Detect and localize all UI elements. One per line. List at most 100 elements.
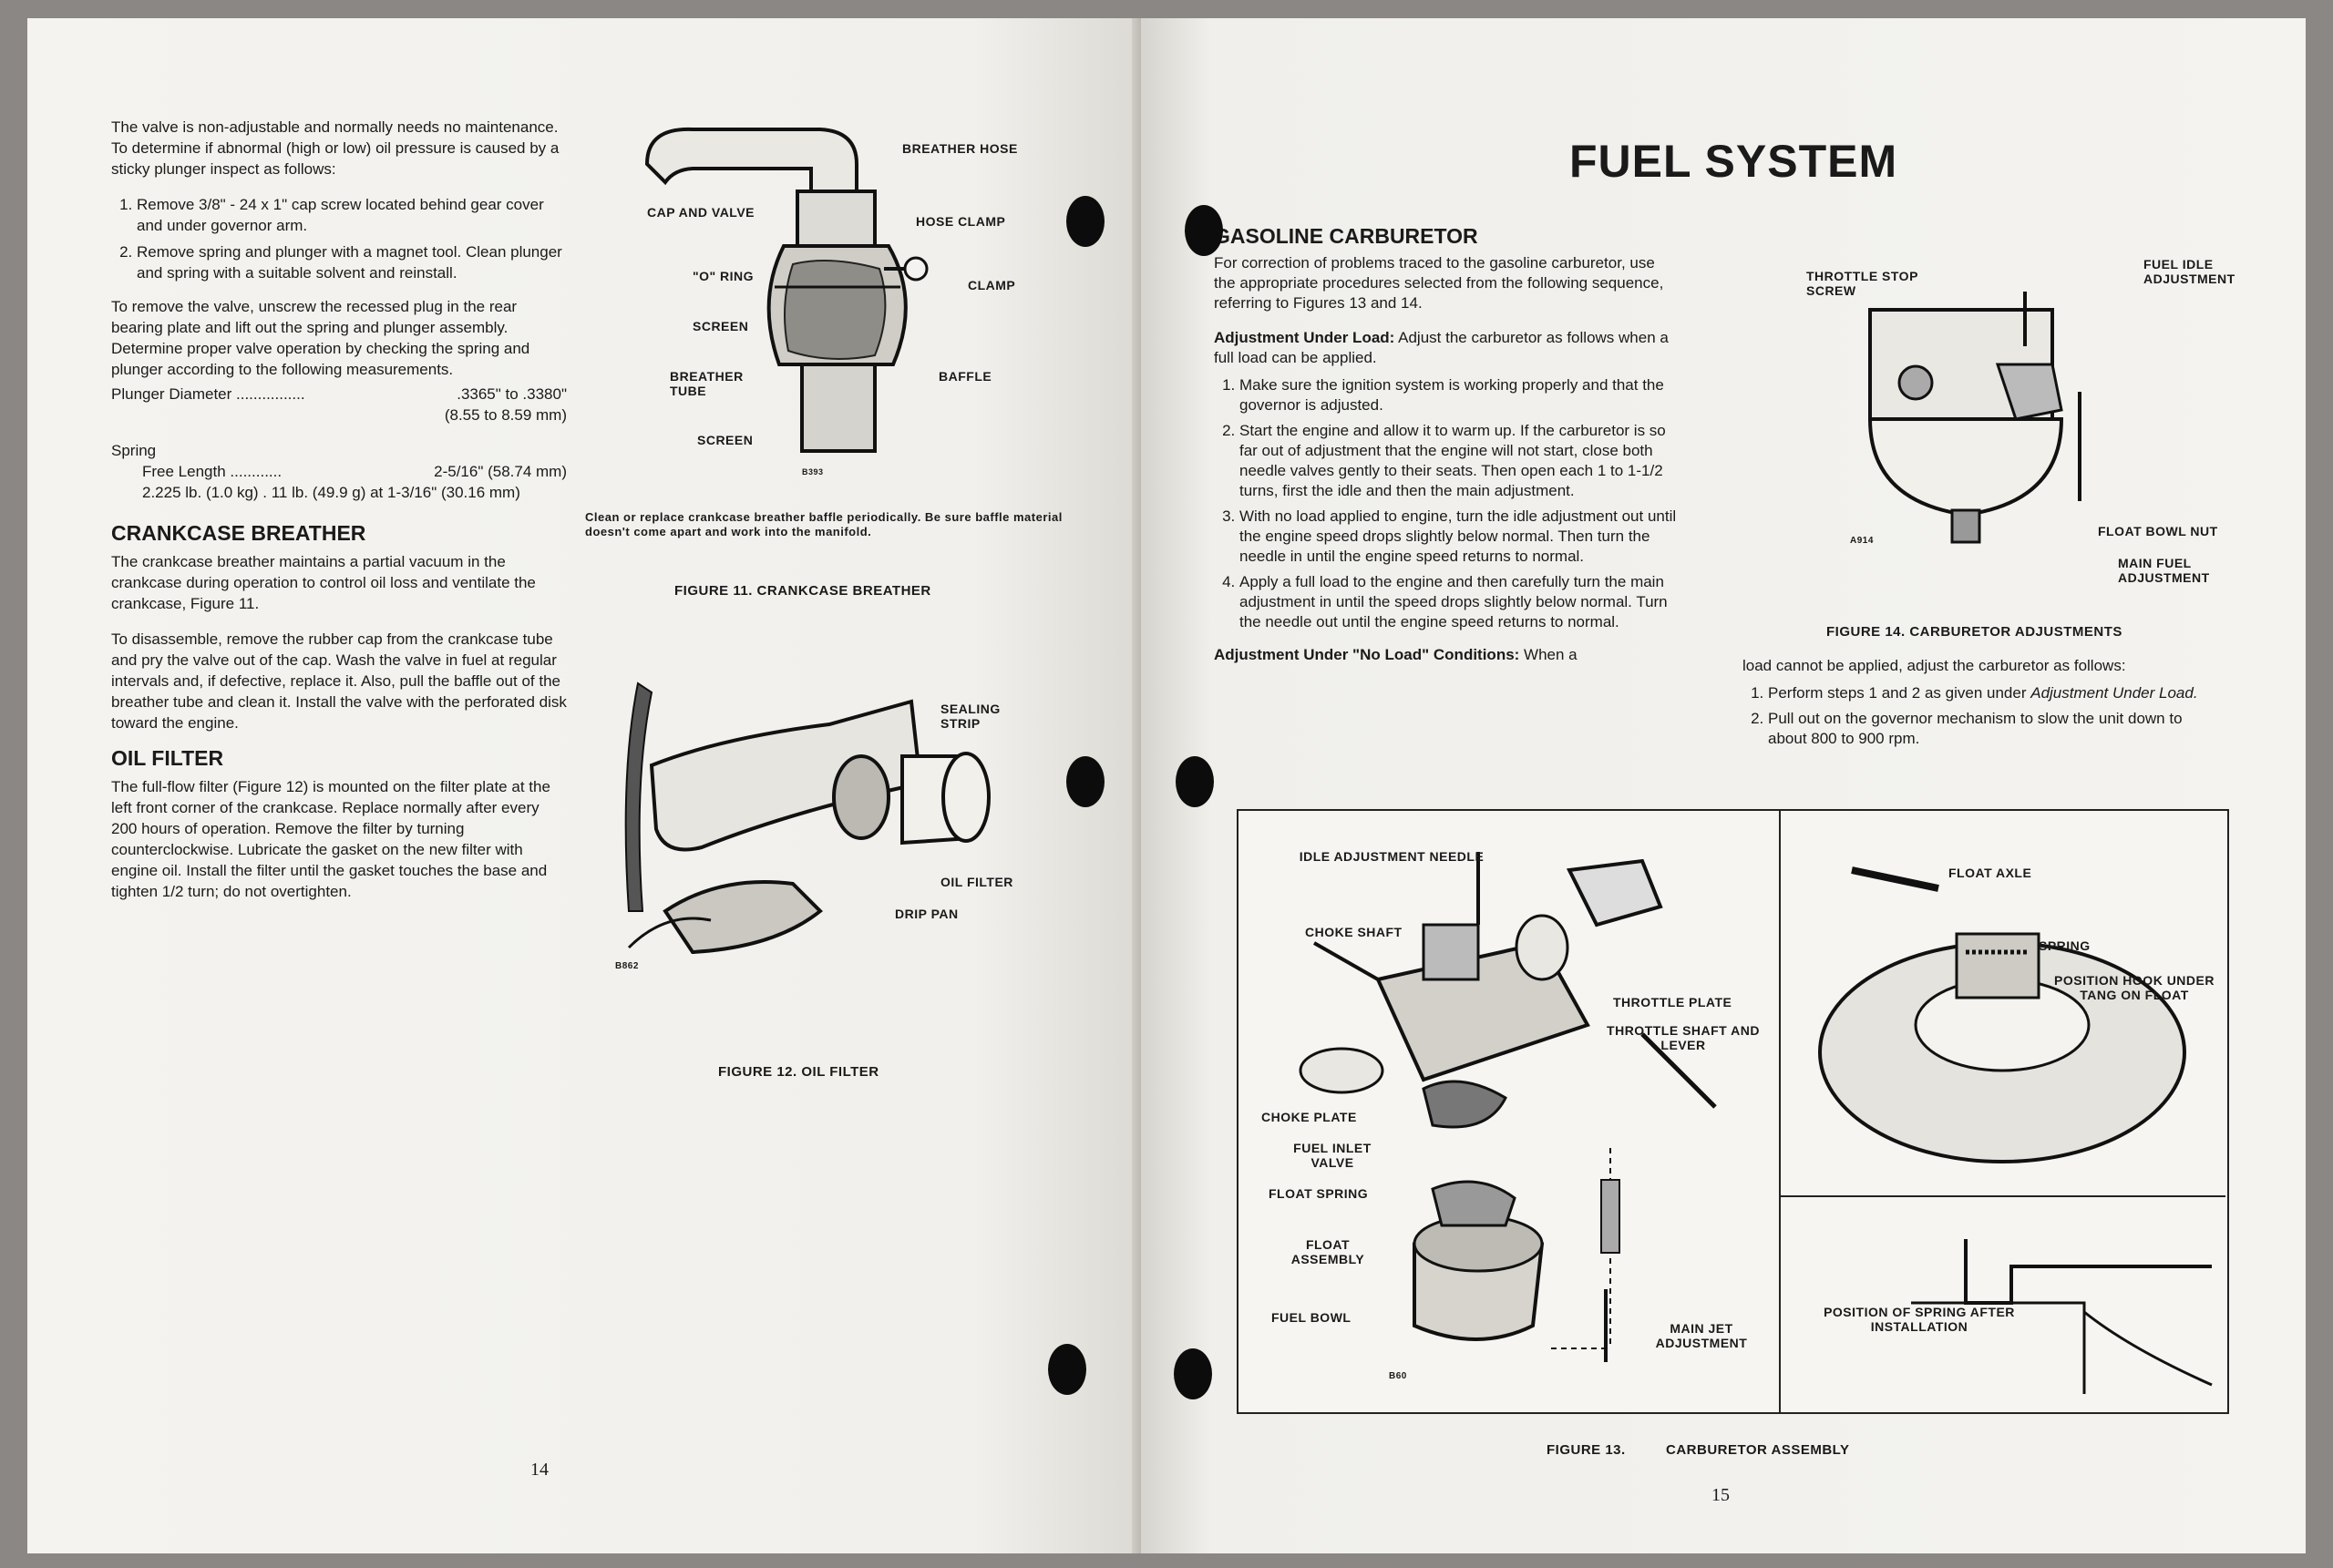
page-number-14: 14 — [530, 1460, 549, 1480]
fig12-sealing-strip: SEALING STRIP — [940, 702, 1001, 731]
free-length-label: Free Length — [142, 463, 226, 480]
spring-load: 2.225 lb. (1.0 kg) . 11 lb. (49.9 g) at … — [142, 484, 520, 501]
load-step-3: With no load applied to engine, turn the… — [1239, 507, 1679, 567]
fig13-choke-plate: CHOKE PLATE — [1261, 1110, 1357, 1124]
plunger-spec: Plunger Diameter ................ .3365"… — [111, 385, 567, 403]
carb-column: GASOLINE CARBURETOR For correction of pr… — [1214, 226, 1679, 680]
carburetor-exploded-drawing — [1299, 852, 1717, 1362]
load-step-1: Make sure the ignition system is working… — [1239, 375, 1679, 415]
noload-column: load cannot be applied, adjust the carbu… — [1742, 656, 2216, 762]
load-steps: Make sure the ignition system is working… — [1214, 375, 1679, 632]
fig14-fuel-idle: FUEL IDLE ADJUSTMENT — [2143, 257, 2235, 286]
fig11-caption: FIGURE 11. CRANKCASE BREATHER — [674, 583, 931, 599]
valve-step-1: Remove 3/8" - 24 x 1" cap screw located … — [137, 194, 567, 236]
spring-label: Spring — [111, 442, 157, 459]
binder-hole — [1185, 205, 1223, 256]
noload-steps: Perform steps 1 and 2 as given under Adj… — [1742, 683, 2216, 749]
binder-hole — [1048, 1344, 1086, 1395]
fig14-caption: FIGURE 14. CARBURETOR ADJUSTMENTS — [1826, 624, 2122, 640]
noload-step-1-ref: Adjustment Under Load. — [2030, 684, 2198, 702]
fig11-breather-tube: BREATHER TUBE — [670, 369, 744, 398]
valve-step-2: Remove spring and plunger with a magnet … — [137, 241, 567, 283]
fig12-code: B862 — [615, 961, 639, 971]
noload-cont: load cannot be applied, adjust the carbu… — [1742, 657, 2126, 674]
fig11-clamp: CLAMP — [968, 278, 1016, 292]
fig12-oil-filter: OIL FILTER — [940, 875, 1013, 889]
free-length-value: 2-5/16" (58.74 mm) — [434, 463, 567, 480]
plunger-metric: (8.55 to 8.59 mm) — [444, 406, 567, 424]
load-lead: Adjustment Under Load: — [1214, 329, 1395, 346]
fig11-baffle: BAFFLE — [939, 369, 992, 384]
fig12-drip-pan: DRIP PAN — [895, 907, 959, 921]
fig11-cap-valve: CAP AND VALVE — [647, 205, 755, 220]
oil-filter-drawing — [624, 682, 991, 955]
fig11-code: B393 — [802, 467, 824, 477]
free-length-spec: Free Length ............ 2-5/16" (58.74 … — [142, 463, 567, 480]
fig13-position-spring: POSITION OF SPRING AFTER INSTALLATION — [1824, 1305, 2015, 1334]
fig13-float-spring: FLOAT SPRING — [1269, 1186, 1369, 1201]
noload-intro: Adjustment Under "No Load" Conditions: W… — [1214, 645, 1679, 665]
fig13-fuel-inlet: FUEL INLET VALVE — [1293, 1141, 1372, 1170]
noload-step-1-text: Perform steps 1 and 2 as given under — [1768, 684, 2031, 702]
fig11-hose-clamp: HOSE CLAMP — [916, 214, 1006, 229]
page-14: The valve is non-adjustable and normally… — [27, 18, 1139, 1553]
valve-steps: Remove 3/8" - 24 x 1" cap screw located … — [111, 194, 567, 283]
fig13-choke-shaft: CHOKE SHAFT — [1305, 925, 1403, 939]
fig11-o-ring: "O" RING — [693, 269, 755, 283]
fig14-main-fuel: MAIN FUEL ADJUSTMENT — [2118, 556, 2210, 585]
crankcase-text-1: The crankcase breather maintains a parti… — [111, 553, 536, 612]
fig13-idle-needle-text: IDLE ADJUSTMENT NEEDLE — [1299, 849, 1485, 864]
fig13-throttle-shaft: THROTTLE SHAFT AND LEVER — [1607, 1023, 1760, 1052]
fig13-code: B60 — [1389, 1371, 1407, 1381]
noload-text: When a — [1519, 646, 1578, 663]
fig13-caption-title: CARBURETOR ASSEMBLY — [1666, 1442, 1850, 1458]
binder-hole — [1066, 196, 1105, 247]
carb-intro: For correction of problems traced to the… — [1214, 254, 1664, 312]
fig14-code: A914 — [1850, 536, 1874, 546]
fig12-caption: FIGURE 12. OIL FILTER — [718, 1064, 879, 1080]
noload-lead: Adjustment Under "No Load" Conditions: — [1214, 646, 1520, 663]
carb-heading: GASOLINE CARBURETOR — [1214, 224, 1478, 248]
noload-step-1: Perform steps 1 and 2 as given under Adj… — [1768, 683, 2216, 703]
float-installation-drawing — [1818, 866, 2186, 1163]
plunger-label: Plunger Diameter — [111, 385, 232, 403]
crankcase-breather-drawing — [644, 127, 929, 453]
noload-step-2: Pull out on the governor mechanism to sl… — [1768, 709, 2216, 749]
load-intro: Adjustment Under Load: Adjust the carbur… — [1214, 328, 1679, 368]
crankcase-heading: CRANKCASE BREATHER — [111, 521, 366, 545]
binder-hole — [1176, 756, 1214, 807]
fig13-divider — [1779, 809, 1781, 1412]
fig13-caption-number: FIGURE 13. — [1547, 1442, 1626, 1458]
fig13-fuel-bowl: FUEL BOWL — [1271, 1310, 1351, 1325]
page-number-15: 15 — [1711, 1485, 1730, 1505]
plunger-value: .3365" to .3380" — [457, 385, 567, 403]
load-step-4: Apply a full load to the engine and then… — [1239, 572, 1679, 632]
fig11-screen-2: SCREEN — [697, 433, 754, 447]
fig13-position-hook: POSITION HOOK UNDER TANG ON FLOAT — [2054, 973, 2215, 1002]
crankcase-text-2: To disassemble, remove the rubber cap fr… — [111, 630, 567, 732]
load-step-2: Start the engine and allow it to warm up… — [1239, 421, 1679, 501]
fig13-main-jet: MAIN JET ADJUSTMENT — [1655, 1321, 1748, 1350]
binder-hole — [1174, 1348, 1212, 1399]
fig13-float-axle: FLOAT AXLE — [1948, 866, 2032, 880]
fig14-float-bowl-nut: FLOAT BOWL NUT — [2098, 524, 2218, 538]
fig13-float-assembly: FLOAT ASSEMBLY — [1290, 1237, 1365, 1266]
left-column: The valve is non-adjustable and normally… — [111, 117, 567, 917]
open-manual: The valve is non-adjustable and normally… — [27, 18, 2306, 1553]
oil-filter-text: The full-flow filter (Figure 12) is moun… — [111, 778, 550, 900]
remove-valve-text: To remove the valve, unscrew the recesse… — [111, 298, 530, 378]
load-text: Adjust the carburetor as follows when a … — [1214, 329, 1669, 366]
fig11-screen-1: SCREEN — [693, 319, 749, 333]
valve-intro: The valve is non-adjustable and normally… — [111, 118, 560, 178]
fig11-note: Clean or replace crankcase breather baff… — [585, 510, 1063, 538]
page-title: FUEL SYSTEM — [1569, 136, 1898, 187]
fig13-idle-needle: IDLE ADJUSTMENT NEEDLE — [1287, 849, 1496, 864]
fig11-breather-hose: BREATHER HOSE — [902, 141, 1018, 156]
spring-position-drawing — [1911, 1239, 2213, 1394]
fig14-throttle-stop: THROTTLE STOP SCREW — [1806, 269, 1918, 298]
oil-filter-heading: OIL FILTER — [111, 746, 224, 770]
fig13-throttle-plate: THROTTLE PLATE — [1613, 995, 1732, 1009]
fig13-divider — [1779, 1195, 2225, 1197]
binder-hole — [1066, 756, 1105, 807]
carburetor-adjustments-drawing — [1867, 292, 2081, 544]
